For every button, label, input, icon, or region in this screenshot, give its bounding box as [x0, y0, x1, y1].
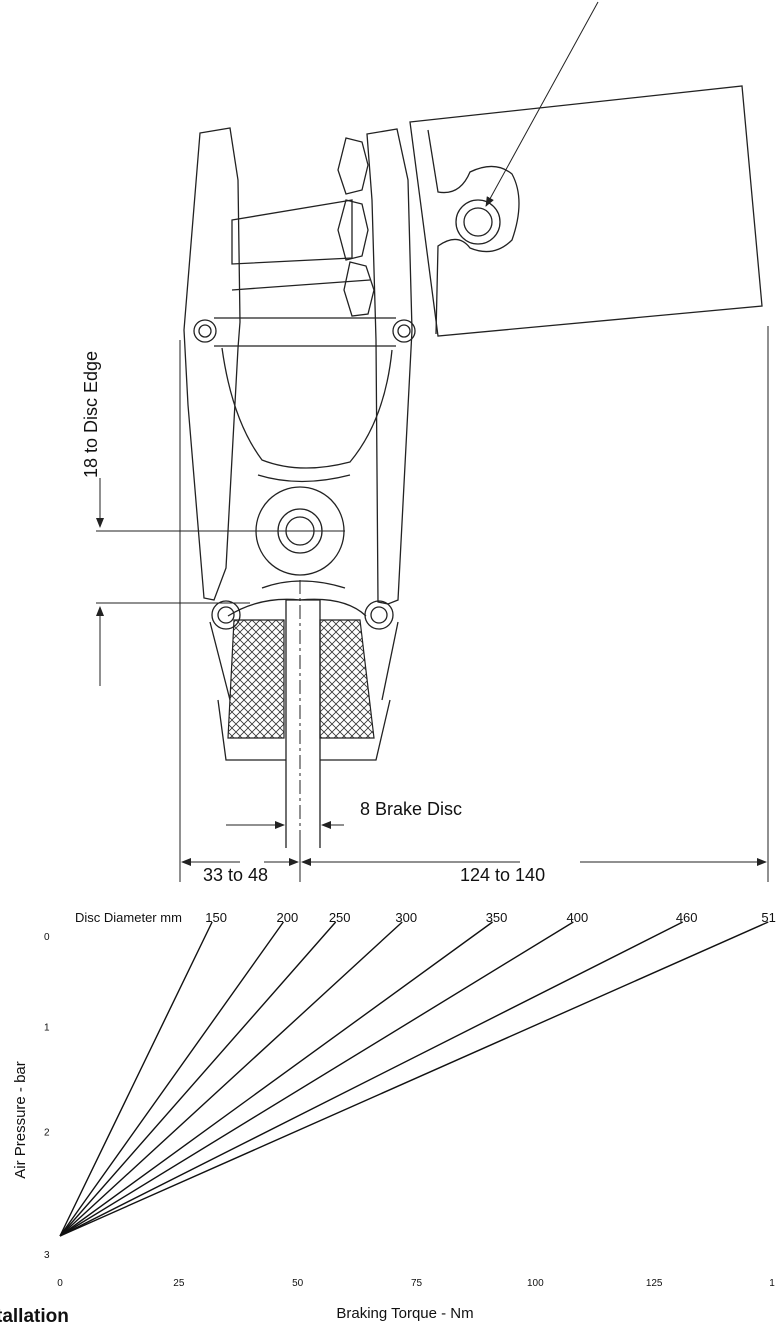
brake-pads: [227, 619, 375, 739]
left-dimension-label: 33 to 48: [203, 865, 268, 885]
port-leader-line: [485, 1, 599, 207]
series-line-350: [59, 921, 493, 1237]
right-brake-pad: [319, 619, 375, 739]
x-tick-label: 75: [411, 1278, 423, 1289]
diameter-label-515: 515: [761, 910, 776, 925]
y-tick-label: 3: [44, 1250, 50, 1261]
right-dimension-label: 124 to 140: [460, 865, 545, 885]
brake-disc: [285, 580, 321, 880]
brake-disc-label: 8 Brake Disc: [360, 799, 462, 819]
diameter-label-460: 460: [676, 910, 698, 925]
series-line-400: [59, 921, 574, 1237]
installation-heading: tallation: [0, 1306, 69, 1327]
diameter-label-400: 400: [567, 910, 589, 925]
y-tick-label: 2: [44, 1127, 50, 1138]
series-line-200: [59, 921, 284, 1237]
diameter-label-200: 200: [277, 910, 299, 925]
series-line-150: [59, 921, 213, 1237]
diameter-label-250: 250: [329, 910, 351, 925]
series-line-515: [59, 921, 769, 1237]
y-axis-title: Air Pressure - bar: [12, 1061, 29, 1179]
disc-diameter-chart: Disc Diameter mm Air Pressure - bar Brak…: [12, 910, 776, 1322]
actuator-housing: [409, 85, 763, 337]
x-tick-label: 50: [292, 1278, 304, 1289]
diameter-label-350: 350: [486, 910, 508, 925]
dimension-lines: [96, 326, 769, 882]
x-axis-title: Braking Torque - Nm: [336, 1305, 473, 1322]
diameter-label-150: 150: [205, 910, 227, 925]
series-line-300: [59, 921, 403, 1237]
x-tick-label: 25: [173, 1278, 185, 1289]
left-brake-pad: [227, 619, 285, 739]
x-tick-label: 1: [769, 1278, 775, 1289]
diameter-title: Disc Diameter mm: [75, 910, 182, 925]
diameter-label-300: 300: [395, 910, 417, 925]
caliper-assembly: [183, 127, 416, 761]
series-line-460: [59, 921, 684, 1237]
x-tick-label: 125: [646, 1278, 663, 1289]
x-tick-label: 0: [57, 1278, 63, 1289]
x-tick-label: 100: [527, 1278, 544, 1289]
y-tick-label: 1: [44, 1023, 50, 1034]
disc-edge-label: 18 to Disc Edge: [81, 351, 101, 478]
y-tick-label: 0: [44, 932, 50, 943]
series-line-250: [59, 921, 337, 1237]
